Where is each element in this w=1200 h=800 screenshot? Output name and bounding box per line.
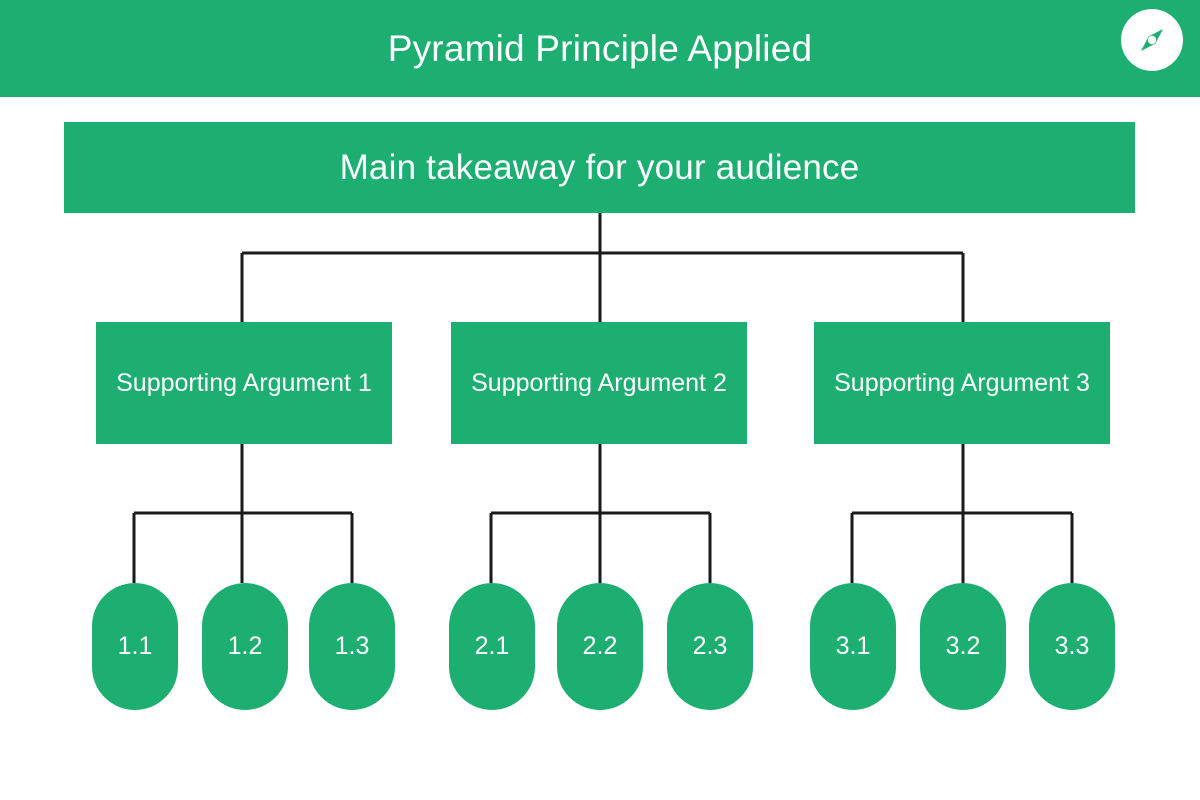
leaf-node-3-2[interactable]: 3.2: [920, 583, 1006, 710]
leaf-node-2-3[interactable]: 2.3: [667, 583, 753, 710]
compass-icon: [1132, 20, 1172, 60]
leaf-node-2-2[interactable]: 2.2: [557, 583, 643, 710]
leaf-node-2-1[interactable]: 2.1: [449, 583, 535, 710]
brand-logo: [1121, 9, 1183, 71]
leaf-node-1-3[interactable]: 1.3: [309, 583, 395, 710]
leaf-node-3-1[interactable]: 3.1: [810, 583, 896, 710]
header-bar: [0, 0, 1200, 97]
branch-node-1[interactable]: Supporting Argument 1: [96, 322, 392, 444]
root-node[interactable]: Main takeaway for your audience: [64, 122, 1135, 213]
branch-node-2[interactable]: Supporting Argument 2: [451, 322, 747, 444]
page-title: Pyramid Principle Applied: [387, 27, 813, 69]
leaf-node-1-2[interactable]: 1.2: [202, 583, 288, 710]
leaf-node-1-1[interactable]: 1.1: [92, 583, 178, 710]
leaf-node-3-3[interactable]: 3.3: [1029, 583, 1115, 710]
branch-node-3[interactable]: Supporting Argument 3: [814, 322, 1110, 444]
